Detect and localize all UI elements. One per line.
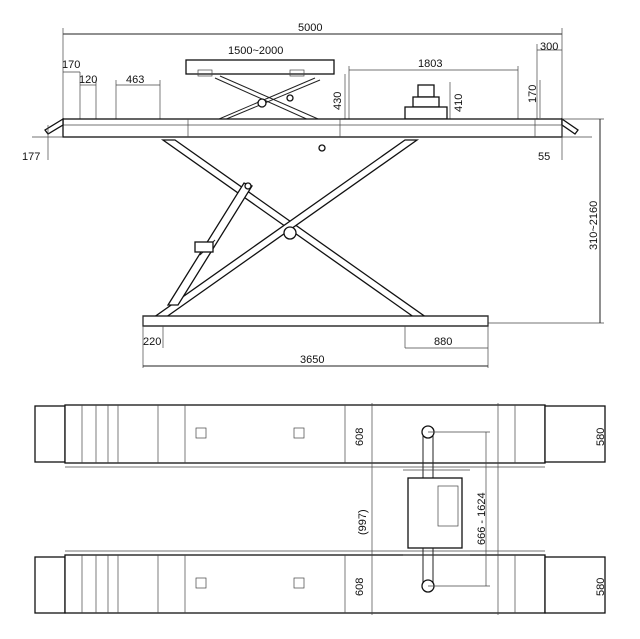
dim-left-120: 120	[79, 74, 97, 86]
dim-base-220: 220	[143, 336, 161, 348]
dim-left-463: 463	[126, 74, 144, 86]
dim-right-170: 170	[527, 85, 539, 103]
dim-height-410: 410	[453, 94, 465, 112]
dim-left-170: 170	[62, 59, 80, 71]
dim-jack-span: 1803	[418, 58, 442, 70]
lower-platform: 608 580	[34, 550, 607, 614]
dim-left-177: 177	[22, 151, 40, 163]
dim-width-bottom-right: 580	[595, 578, 607, 596]
dim-width-bottom-left: 608	[354, 578, 366, 596]
dim-end-offset: 300	[540, 41, 558, 53]
dim-height-430: 430	[332, 92, 344, 110]
dim-width-top-left: 608	[354, 428, 366, 446]
jack-bridge	[403, 425, 470, 593]
upper-platform: 608 580	[34, 404, 607, 468]
dim-overall-length: 5000	[298, 22, 322, 34]
dim-lift-height: 310~2160	[588, 201, 600, 250]
dim-width-top-right: 580	[595, 428, 607, 446]
dim-base-880: 880	[434, 336, 452, 348]
dim-center-gap: (997)	[357, 509, 369, 535]
dim-right-55: 55	[538, 151, 550, 163]
side-view: 5000 300 170 120 463 1500~2000 430	[22, 22, 604, 368]
top-view: 608 580 608 580 (997)	[34, 403, 607, 615]
dim-base-length: 3650	[300, 354, 324, 366]
dim-platform-extension: 1500~2000	[228, 45, 283, 57]
dim-jack-range: 666 - 1624	[476, 492, 488, 545]
